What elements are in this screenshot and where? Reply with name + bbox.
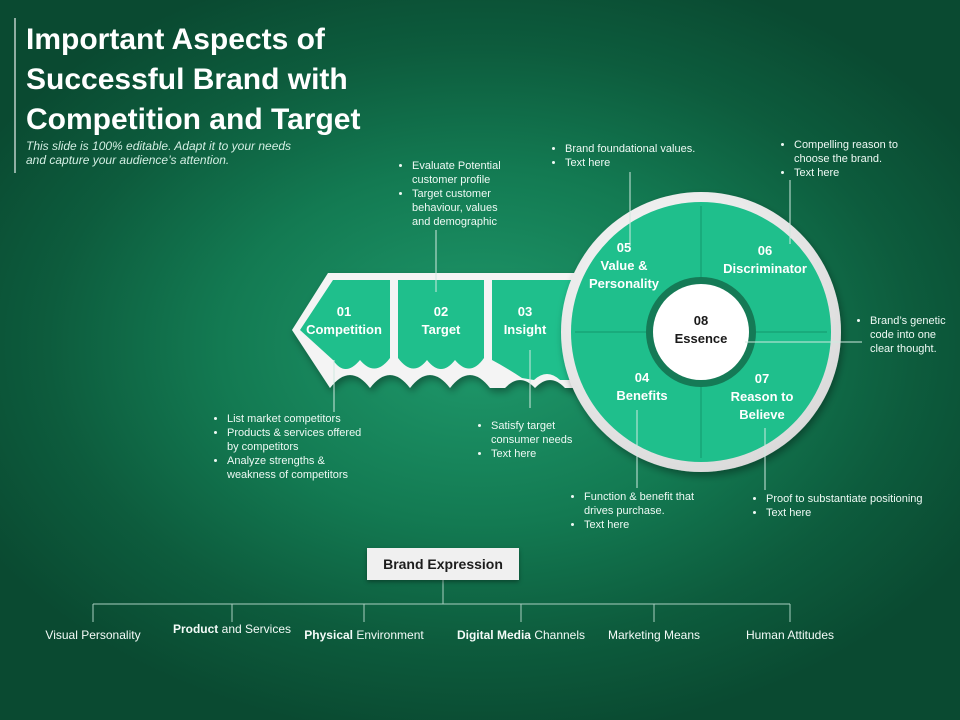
annotation-insight: Satisfy target consumer needs Text here	[477, 419, 593, 461]
annotation-item: Satisfy target consumer needs	[491, 419, 593, 447]
center-essence-label: 08 Essence	[660, 312, 742, 348]
expression-item-text: Environment	[353, 628, 424, 642]
annotation-target: Evaluate Potential customer profile Targ…	[398, 159, 516, 229]
annotation-item: Text here	[491, 447, 593, 461]
segment-number: 01	[336, 304, 352, 319]
slide-title: Important Aspects of Successful Brand wi…	[26, 23, 361, 136]
expression-item-bold: Physical	[304, 628, 353, 642]
segment-name: Insight	[503, 322, 547, 337]
segment-number: 04	[634, 370, 650, 385]
segment-number: 07	[754, 371, 770, 386]
expression-item-text: and Services	[218, 622, 292, 636]
brand-expression-box: Brand Expression	[367, 548, 519, 580]
segment-name: Reason to Believe	[730, 389, 794, 422]
annotation-item: Text here	[584, 518, 710, 532]
expression-item-bold: Digital Media	[456, 628, 531, 642]
annotation-item: Text here	[794, 166, 910, 180]
annotation-item: Function & benefit that drives purchase.	[584, 490, 710, 518]
annotation-reason: Proof to substantiate positioning Text h…	[752, 492, 952, 520]
title-accent-bar	[14, 18, 16, 173]
annotation-value: Brand foundational values. Text here	[551, 142, 721, 170]
segment-number: 06	[757, 243, 773, 258]
segment-number: 02	[433, 304, 449, 319]
expression-item-text: Marketing Means	[607, 628, 701, 642]
center-name: Essence	[674, 331, 728, 346]
annotation-item: Products & services offered by competito…	[227, 426, 373, 454]
expression-item-physical: Physical Environment	[299, 627, 429, 643]
expression-item-digital: Digital Media Channels	[456, 627, 586, 643]
expression-item-product: Product and Services	[167, 621, 297, 637]
segment-discriminator-label: 06 Discriminator	[712, 242, 818, 278]
segment-name: Target	[421, 322, 461, 337]
annotation-item: Text here	[766, 506, 952, 520]
segment-name: Competition	[306, 322, 382, 337]
center-circle	[653, 284, 749, 380]
annotation-item: Evaluate Potential customer profile	[412, 159, 516, 187]
expression-item-human: Human Attitudes	[725, 627, 855, 643]
segment-reason-label: 07 Reason to Believe	[718, 370, 806, 424]
arrow-segment-competition	[300, 280, 390, 369]
segment-name: Discriminator	[723, 261, 807, 276]
segment-number: 05	[616, 240, 632, 255]
segment-competition-label: 01 Competition	[298, 303, 390, 339]
annotation-item: Proof to substantiate positioning	[766, 492, 952, 506]
annotation-item: Analyze strengths & weakness of competit…	[227, 454, 373, 482]
slide-subtitle: This slide is 100% editable. Adapt it to…	[26, 139, 292, 167]
annotation-benefits: Function & benefit that drives purchase.…	[570, 490, 710, 532]
expression-item-marketing: Marketing Means	[589, 627, 719, 643]
annotation-item: Brand’s genetic code into one clear thou…	[870, 314, 952, 356]
annotation-competition: List market competitors Products & servi…	[213, 412, 373, 482]
segment-benefits-label: 04 Benefits	[602, 369, 682, 405]
annotation-item: Compelling reason to choose the brand.	[794, 138, 910, 166]
expression-item-text: Channels	[530, 628, 586, 642]
expression-item-visual: Visual Personality	[28, 627, 158, 643]
center-number: 08	[693, 313, 709, 328]
expression-item-bold: Product	[172, 622, 219, 636]
annotation-item: Target customer behaviour, values and de…	[412, 187, 516, 229]
annotation-item: List market competitors	[227, 412, 373, 426]
annotation-item: Brand foundational values.	[565, 142, 721, 156]
expression-item-text: Visual Personality	[45, 628, 141, 642]
arrow-segment-target	[398, 280, 484, 369]
segment-name: Value & Personality	[588, 258, 660, 291]
expression-item-text: Human Attitudes	[745, 628, 835, 642]
segment-target-label: 02 Target	[398, 303, 484, 339]
segment-name: Benefits	[616, 388, 668, 403]
segment-number: 03	[517, 304, 533, 319]
segment-insight-label: 03 Insight	[490, 303, 560, 339]
annotation-discriminator: Compelling reason to choose the brand. T…	[780, 138, 910, 180]
segment-value-label: 05 Value & Personality	[578, 239, 670, 293]
annotation-item: Text here	[565, 156, 721, 170]
annotation-essence: Brand’s genetic code into one clear thou…	[856, 314, 952, 356]
